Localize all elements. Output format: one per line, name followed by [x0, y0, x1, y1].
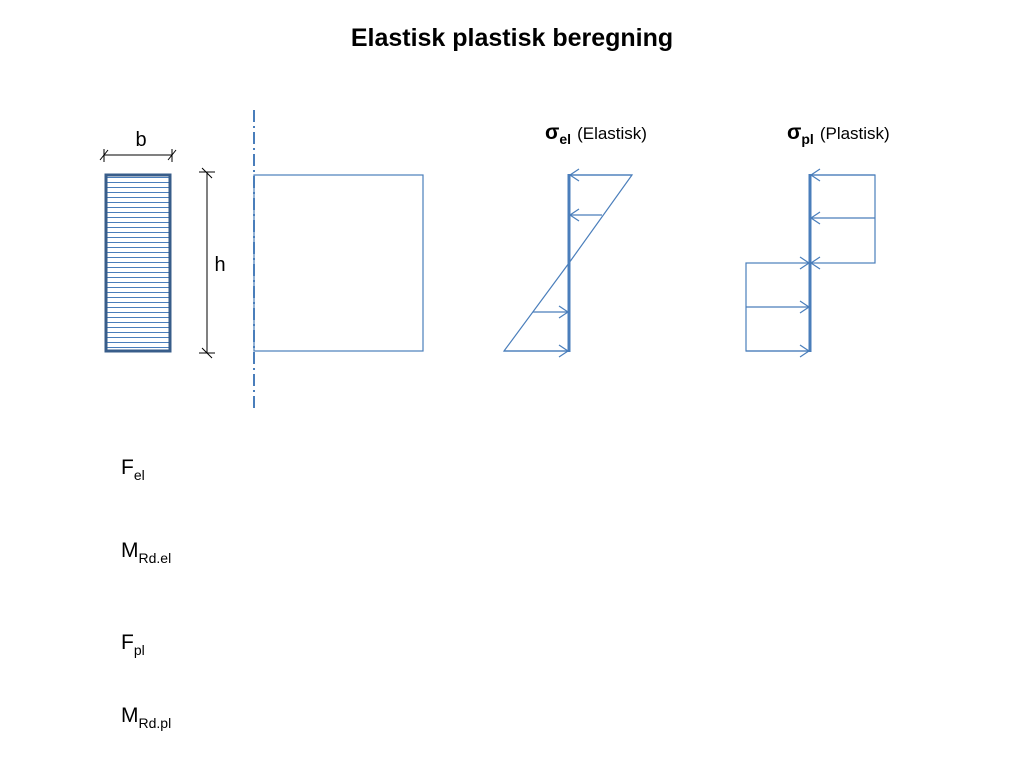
- width-label: b: [135, 129, 146, 151]
- label-m-rd-el-sub: Rd.el: [138, 550, 172, 566]
- height-label: h: [214, 254, 225, 276]
- height-dimension: [199, 167, 215, 359]
- elastic-stress-diagram: [502, 168, 634, 358]
- plastic-stress-diagram: [745, 168, 876, 358]
- label-f-el-main: F: [121, 456, 134, 479]
- label-f-pl: Fpl: [121, 630, 145, 658]
- label-m-rd-el-main: M: [121, 539, 139, 562]
- elastic-triangle-top: [568, 174, 634, 264]
- cross-section: b h: [99, 129, 226, 359]
- plastic-block-top: [809, 174, 876, 264]
- elastic-subscript: el: [559, 131, 571, 147]
- section-outline: [253, 174, 424, 352]
- label-f-pl-main: F: [121, 631, 134, 654]
- label-m-rd-pl-sub: Rd.pl: [138, 715, 172, 731]
- plastic-stress-heading: σpl (Plastisk): [787, 121, 890, 147]
- elastic-triangle-bottom: [502, 262, 570, 352]
- label-f-pl-sub: pl: [133, 642, 145, 658]
- slide-title: Elastisk plastisk beregning: [350, 24, 674, 52]
- width-dimension: [99, 149, 177, 162]
- plastic-subscript: pl: [801, 131, 813, 147]
- elastic-stress-heading: σel (Elastisk): [545, 121, 647, 147]
- label-m-rd-pl-main: M: [121, 704, 139, 727]
- label-f-el-sub: el: [133, 467, 145, 483]
- elastic-caption: (Elastisk): [577, 124, 647, 143]
- elastic-sigma: σ: [545, 121, 559, 144]
- cross-section-rect: [104, 173, 172, 353]
- label-m-rd-pl: MRd.pl: [121, 703, 172, 731]
- plastic-sigma: σ: [787, 121, 801, 144]
- label-f-el: Fel: [121, 455, 145, 483]
- label-m-rd-el: MRd.el: [121, 538, 172, 566]
- plastic-caption: (Plastisk): [820, 124, 890, 143]
